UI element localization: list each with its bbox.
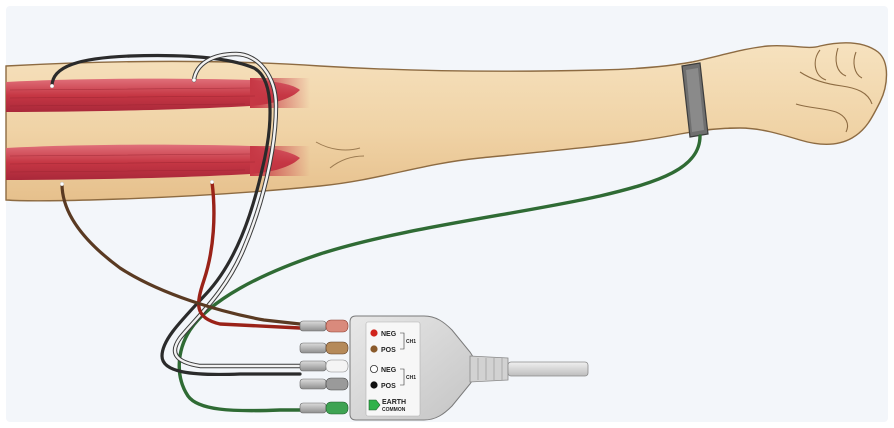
dot-red	[370, 329, 377, 336]
electrode-4	[210, 180, 214, 184]
electrode-2	[192, 78, 196, 82]
label-ch2-pos: POS	[381, 383, 396, 390]
plug-red	[300, 320, 348, 332]
label-ch1-neg: NEG	[381, 331, 397, 338]
label-ch2-tag: CH1	[406, 375, 416, 381]
plug-green	[300, 402, 348, 414]
label-ch1-tag: CH1	[406, 339, 416, 345]
electrode-1	[50, 84, 54, 88]
connector-cable	[508, 362, 588, 376]
label-ch1-pos: POS	[381, 347, 396, 354]
label-earth: EARTH	[382, 399, 406, 406]
dot-black	[370, 381, 377, 388]
plug-white	[300, 360, 348, 372]
label-ch2-neg: NEG	[381, 367, 397, 374]
dot-brown	[370, 345, 377, 352]
plug-black	[300, 378, 348, 390]
plug-brown	[300, 342, 348, 354]
dot-white	[370, 365, 377, 372]
electrode-3	[60, 182, 64, 186]
label-earth-sub: COMMON	[382, 407, 406, 413]
